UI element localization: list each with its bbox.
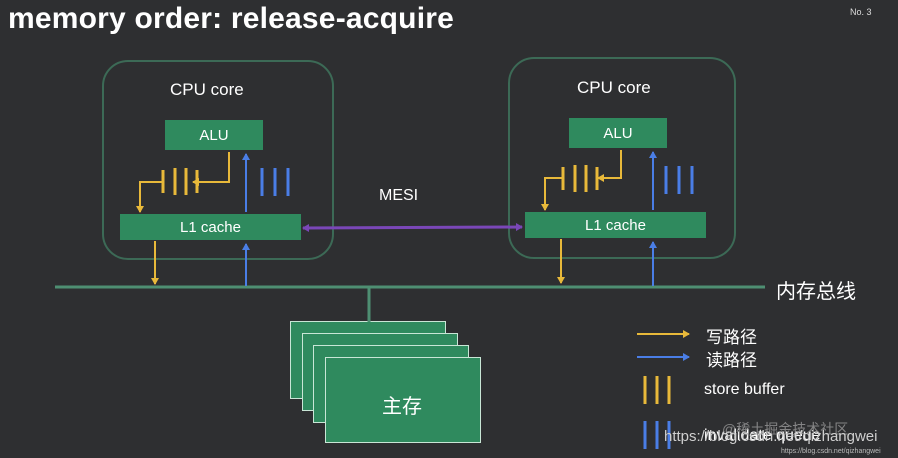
legend-store-buffer-label: store buffer [704, 381, 785, 398]
slide-number: No. 3 [850, 7, 872, 17]
l1-cache-right: L1 cache [525, 212, 706, 238]
alu-right: ALU [569, 118, 667, 148]
legend-store-buffer-icon [643, 376, 671, 404]
memory-layer-4 [325, 357, 481, 443]
l1-cache-left: L1 cache [120, 214, 301, 240]
legend-invalidate-queue-label: invalidate queue [704, 427, 821, 444]
cpu-core-left [102, 60, 334, 260]
memory-bus-label: 内存总线 [776, 281, 856, 303]
read-path-left [242, 153, 290, 286]
mesi-arrow [302, 223, 523, 232]
mesi-label: MESI [379, 187, 419, 204]
read-path-right [649, 151, 694, 286]
write-path-left [136, 152, 230, 285]
legend-write-path-label: 写路径 [706, 328, 757, 347]
juejin-watermark: @稀土掘金技术社区 [722, 421, 849, 437]
cpu-core-right-label: CPU core [577, 78, 651, 97]
csdn-small-watermark: https://blog.csdn.net/qizhangwei [781, 448, 881, 455]
slide-title: memory order: release-acquire [8, 2, 455, 35]
legend-invalidate-queue-icon [643, 421, 671, 449]
legend-read-path-label: 读路径 [706, 351, 757, 370]
alu-left: ALU [165, 120, 263, 150]
csdn-watermark: https://blog.csdn.net/qizhangwei [664, 428, 878, 445]
cpu-core-right [508, 57, 736, 259]
cpu-core-left-label: CPU core [170, 80, 244, 99]
write-path-right [541, 150, 622, 284]
main-memory-label: 主存 [382, 395, 422, 418]
